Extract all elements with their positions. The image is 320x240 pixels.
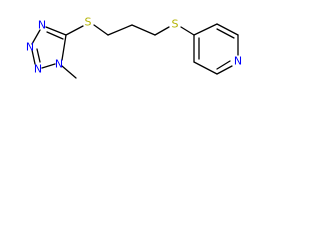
atom-label-py-n: N (234, 55, 242, 68)
bond-c4-c3 (193, 23, 218, 36)
atom-label-s2: S (172, 18, 179, 31)
atom-label-tz-n1: N (55, 58, 63, 71)
bond-ch2b-ch2c (131, 24, 156, 36)
atom-label-tz-n3: N (26, 41, 34, 54)
bond-n-c6-inner (216, 60, 231, 70)
bond-c5-s1 (65, 25, 84, 36)
atom-labels: N N N N S S N (26, 16, 242, 76)
bond-n2-n1 (41, 63, 56, 69)
atom-pyridine-n: N (234, 55, 242, 68)
bond-ch2a-ch2b (107, 24, 133, 36)
bond-c3-c2 (216, 23, 239, 36)
pyridine-ring (193, 23, 239, 75)
bond-n-c6 (216, 65, 233, 75)
bond-n3-n2-double (36, 48, 41, 63)
atom-label-s1: S (85, 16, 92, 29)
bond-n4-n3 (31, 29, 41, 45)
atom-tetrazole-n2: N (34, 63, 42, 76)
bond-n1-c5 (61, 34, 67, 61)
molecule-diagram: N N N N S S N (0, 0, 264, 97)
bond-c6-c5 (193, 61, 218, 75)
atom-tetrazole-n1: N (55, 58, 63, 71)
thio-propyl-chain (65, 24, 195, 36)
bond-s1-ch2a (93, 24, 109, 36)
atom-tetrazole-n4: N (38, 19, 46, 32)
atom-sulfur-1: S (85, 16, 92, 29)
bond-n1-methyl (61, 65, 77, 79)
atom-label-tz-n2: N (34, 63, 42, 76)
bond-n3-n2 (31, 49, 36, 65)
bond-c5-n4-double (46, 31, 64, 40)
bond-ch2c-s2 (154, 26, 170, 36)
structure-drawing: N N N N S S N (26, 16, 242, 79)
tetrazole-ring (31, 26, 67, 69)
bond-c2-c2-inner (216, 28, 235, 39)
atom-sulfur-2: S (172, 18, 179, 31)
bond-c5-n4 (45, 26, 67, 36)
bond-s2-c4 (180, 26, 195, 36)
atom-label-tz-n4: N (38, 19, 46, 32)
atom-tetrazole-n3: N (26, 41, 34, 54)
